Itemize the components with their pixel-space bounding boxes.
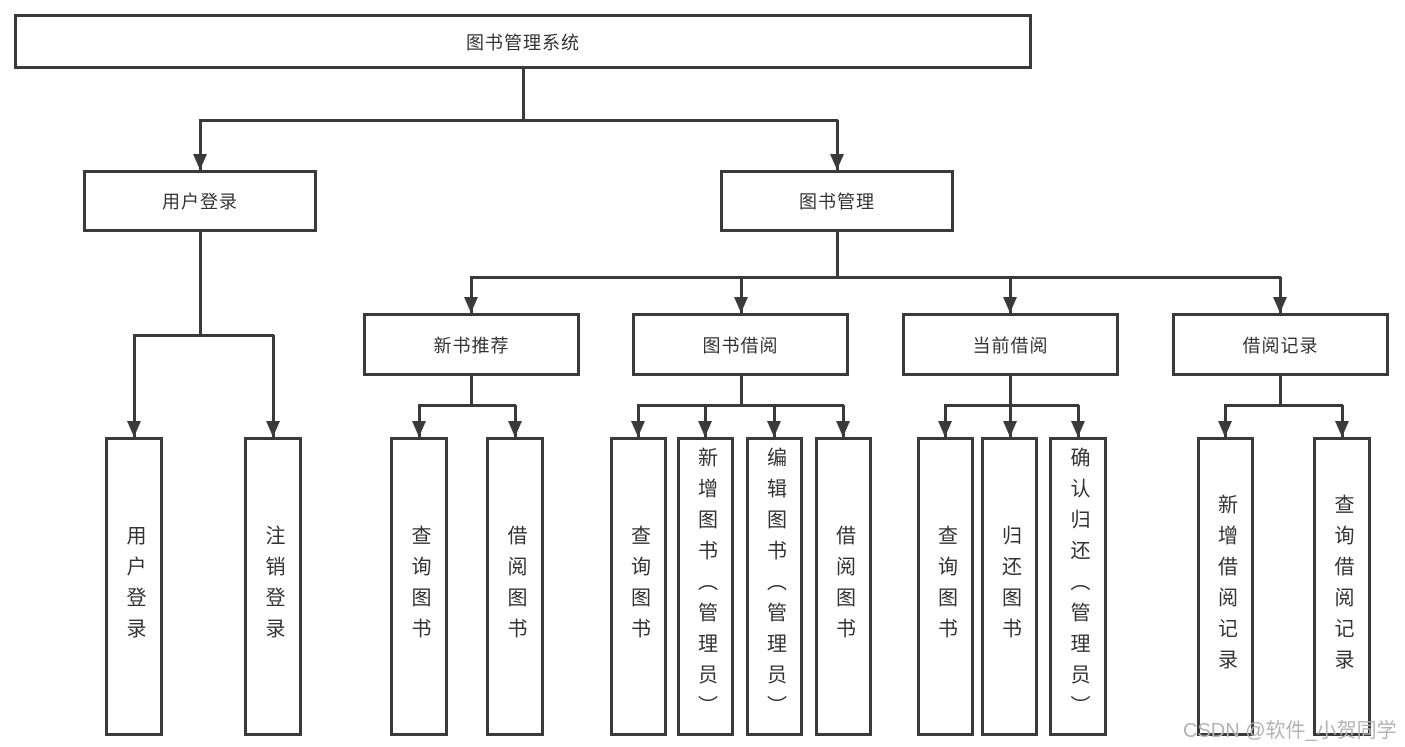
node-label: 图书借阅 — [702, 335, 779, 356]
leaf-query-books-current: 查询图书 — [917, 437, 974, 736]
leaf-query-books-borrowing: 查询图书 — [610, 437, 667, 736]
leaf-label: 新增图书（管理员） — [694, 447, 717, 726]
arrow-down-icon — [1003, 421, 1017, 437]
connector-book-management-split — [470, 276, 1281, 279]
connector-user-login-split — [133, 334, 274, 337]
arrow-down-icon — [1335, 421, 1349, 437]
leaf-add-books-admin: 新增图书（管理员） — [677, 437, 734, 736]
connector-to-current — [1009, 277, 1012, 313]
leaf-label: 编辑图书（管理员） — [763, 447, 786, 726]
arrow-down-icon — [938, 421, 952, 437]
node-new-book-recommendation: 新书推荐 — [363, 313, 580, 376]
leaf-label: 查询图书 — [934, 524, 957, 649]
connector-current-stem — [1009, 376, 1012, 405]
arrow-down-icon — [631, 421, 645, 437]
node-user-login: 用户登录 — [83, 170, 317, 232]
arrow-down-icon — [767, 421, 781, 437]
arrow-down-icon — [1071, 421, 1085, 437]
leaf-label: 查询图书 — [627, 524, 650, 649]
connector-to-borrowing — [740, 277, 743, 313]
leaf-label: 新增借阅记录 — [1214, 493, 1237, 680]
node-library-management-system: 图书管理系统 — [14, 14, 1032, 69]
arrow-down-icon — [1218, 421, 1232, 437]
leaf-user-login: 用户登录 — [105, 437, 163, 736]
arrow-down-icon — [1003, 297, 1017, 313]
leaf-label: 查询借阅记录 — [1331, 493, 1353, 680]
node-label: 新书推荐 — [433, 335, 510, 356]
connector-to-user-login — [199, 120, 202, 170]
leaf-label: 归还图书 — [998, 524, 1021, 649]
leaf-return-books: 归还图书 — [981, 437, 1038, 736]
arrow-down-icon — [1273, 297, 1287, 313]
arrow-down-icon — [698, 421, 712, 437]
node-label: 图书管理 — [799, 192, 875, 212]
connector-records-split — [1224, 404, 1343, 407]
arrow-down-icon — [734, 297, 748, 313]
connector-records-stem — [1279, 376, 1282, 405]
arrow-down-icon — [830, 154, 844, 170]
connector-to-leaf — [272, 335, 275, 437]
connector-to-book-management — [836, 120, 839, 170]
leaf-add-borrow-record: 新增借阅记录 — [1197, 437, 1254, 736]
arrow-down-icon — [508, 421, 522, 437]
leaf-query-borrow-record: 查询借阅记录 — [1313, 437, 1371, 736]
connector-borrowing-stem — [740, 376, 743, 405]
connector-to-recommendation — [470, 277, 473, 313]
connector-root-stem — [522, 69, 525, 120]
leaf-label: 借阅图书 — [832, 524, 855, 649]
leaf-edit-books-admin: 编辑图书（管理员） — [746, 437, 803, 736]
arrow-down-icon — [464, 297, 478, 313]
connector-recommendation-stem — [470, 376, 473, 405]
connector-to-records — [1279, 277, 1282, 313]
leaf-logout: 注销登录 — [244, 437, 302, 736]
connector-book-management-stem — [836, 232, 839, 277]
leaf-borrow-books-borrowing: 借阅图书 — [815, 437, 872, 736]
node-current-borrowing: 当前借阅 — [902, 313, 1119, 376]
node-label: 用户登录 — [162, 192, 238, 212]
node-label: 当前借阅 — [972, 335, 1049, 356]
leaf-label: 用户登录 — [123, 524, 145, 649]
connector-current-split — [944, 404, 1079, 407]
connector-borrowing-split — [637, 404, 844, 407]
node-book-management: 图书管理 — [720, 170, 954, 232]
arrow-down-icon — [412, 421, 426, 437]
leaf-label: 借阅图书 — [504, 524, 526, 649]
leaf-query-books-recommend: 查询图书 — [390, 437, 448, 736]
connector-to-leaf — [133, 335, 136, 437]
arrow-down-icon — [266, 421, 280, 437]
leaf-label: 确认归还（管理员） — [1067, 447, 1089, 726]
leaf-label: 查询图书 — [408, 524, 430, 649]
node-label: 借阅记录 — [1242, 335, 1319, 356]
connector-recommendation-split — [418, 404, 516, 407]
watermark: CSDN @软件_小贺同学 — [1183, 720, 1397, 742]
leaf-borrow-books-recommend: 借阅图书 — [486, 437, 544, 736]
arrow-down-icon — [127, 421, 141, 437]
arrow-down-icon — [193, 154, 207, 170]
connector-root-split — [199, 119, 838, 122]
node-label: 图书管理系统 — [466, 32, 580, 53]
leaf-label: 注销登录 — [262, 524, 284, 649]
leaf-confirm-return-admin: 确认归还（管理员） — [1049, 437, 1107, 736]
connector-user-login-stem — [199, 232, 202, 335]
node-book-borrowing: 图书借阅 — [632, 313, 849, 376]
node-borrowing-records: 借阅记录 — [1172, 313, 1389, 376]
arrow-down-icon — [836, 421, 850, 437]
